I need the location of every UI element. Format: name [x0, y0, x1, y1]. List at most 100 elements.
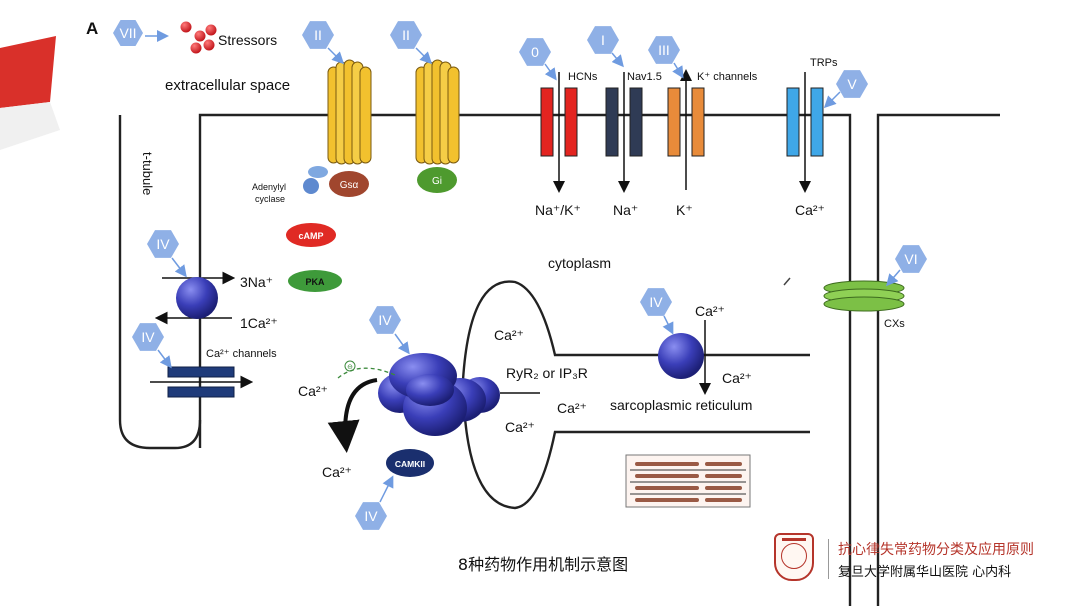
badge-label: IV: [141, 329, 155, 345]
ca-sr-bot-label: Ca²⁺: [505, 419, 535, 435]
footer-title: 抗心律失常药物分类及应用原则: [838, 542, 1034, 558]
nav15-label: Nav1.5: [627, 71, 662, 83]
badge-pointer-arrow: [394, 333, 410, 355]
k-channels-label: K⁺ channels: [697, 71, 758, 83]
stressors: Stressors: [180, 21, 277, 54]
badge-pointer-arrow: [886, 269, 901, 287]
pka-shape: [288, 270, 342, 292]
nav15-channel: [605, 72, 643, 193]
cxs-label: CXs: [884, 318, 905, 330]
drug-class-badge-ii-b: II: [390, 21, 433, 65]
hexagon-shape: [640, 288, 672, 316]
university-seal-logo: [774, 533, 814, 581]
phospho-marker: ⊖: [347, 364, 353, 371]
hcn-label: HCNs: [568, 71, 598, 83]
ca-channels-label: Ca²⁺ channels: [206, 348, 277, 360]
gi-label: Gi: [432, 176, 442, 187]
drug-class-badge-ii-a: II: [302, 21, 345, 65]
drug-class-badge-i: I: [587, 26, 624, 68]
connexin-gap-junction: [823, 280, 905, 312]
hexagon-shape: [587, 26, 619, 54]
hexagon-shape: [836, 70, 868, 98]
badge-label: IV: [156, 236, 170, 252]
badge-pointer-arrow: [327, 47, 345, 65]
ca-serca-bot-label: Ca²⁺: [722, 370, 752, 386]
stressors-label: Stressors: [218, 32, 277, 48]
na-k-ion-label: Na⁺/K⁺: [535, 202, 581, 218]
badge-label: IV: [378, 312, 392, 328]
badge-label: VII: [119, 25, 136, 41]
badge-pointer-arrow: [157, 349, 172, 369]
badge-label: VI: [904, 251, 917, 267]
footer-branding: 抗心律失常药物分类及应用原则 复旦大学附属华山医院 心内科: [770, 533, 1080, 585]
na-ion-label: Na⁺: [613, 202, 638, 218]
ca-trp-ion-label: Ca²⁺: [795, 202, 825, 218]
hexagon-shape: [302, 21, 334, 49]
gi-subunit: [417, 167, 457, 193]
drug-class-badge-v: V: [823, 70, 868, 109]
badge-label: II: [314, 27, 322, 43]
panel-letter: A: [86, 19, 98, 38]
gs-alpha-subunit: [329, 171, 369, 197]
badge-pointer-arrow: [379, 475, 394, 503]
ca-bottom-ion-label: Ca²⁺: [322, 464, 352, 480]
pencil-mark: [783, 277, 791, 286]
ryr-receptor: [327, 353, 540, 453]
badge-label: I: [601, 32, 605, 48]
myofilaments: [625, 454, 751, 508]
camp-shape: [286, 223, 336, 247]
camp-label: cAMP: [298, 231, 323, 241]
badge-pointer-arrow: [662, 315, 674, 335]
drug-class-badge-iv-ca-channel: IV: [132, 323, 172, 369]
sr-label: sarcoplasmic reticulum: [610, 397, 752, 413]
hexagon-shape: [113, 20, 143, 46]
drug-class-badge-iv-serca: IV: [640, 288, 674, 335]
1ca-ion-label: 1Ca²⁺: [240, 315, 278, 331]
hexagon-shape: [355, 502, 387, 530]
badge-label: II: [402, 27, 410, 43]
badge-pointer-arrow: [415, 47, 433, 65]
drug-class-badge-iv-exchanger: IV: [147, 230, 187, 278]
cytoplasm-label: cytoplasm: [548, 255, 611, 271]
red-accent-shape: [0, 36, 56, 108]
camkii-label: CAMKII: [395, 459, 425, 469]
hexagon-shape: [369, 306, 401, 334]
badge-label: IV: [364, 508, 378, 524]
footer-separator: [828, 539, 829, 579]
footer-subtitle: 复旦大学附属华山医院 心内科: [838, 565, 1012, 580]
ca-serca-top-label: Ca²⁺: [695, 303, 725, 319]
ca-sr-mid-label: Ca²⁺: [557, 400, 587, 416]
hexagon-shape: [519, 38, 551, 66]
t-tubule-label: t-tubule: [140, 152, 155, 195]
gs-alpha-label: Gsα: [340, 180, 359, 191]
pka-label: PKA: [305, 277, 325, 287]
drug-class-badge-vii: VII: [113, 20, 169, 46]
adenylyl-cyclase-label-2: cyclase: [255, 194, 285, 204]
hexagon-shape: [147, 230, 179, 258]
badge-pointer-arrow: [823, 91, 841, 109]
ryr-label: RyR₂ or IP₃R: [506, 365, 588, 381]
hexagon-shape: [648, 36, 680, 64]
drug-class-badge-iii: III: [648, 36, 684, 79]
adenylyl-cyclase-label-1: Adenylyl: [252, 182, 286, 192]
k-ion-label: K⁺: [676, 202, 693, 218]
badge-label: V: [847, 76, 857, 92]
badge-label: III: [658, 42, 670, 58]
badge-pointer-arrow: [171, 257, 187, 278]
drug-class-badge-vi: VI: [886, 245, 927, 287]
ca-left-ion-label: Ca²⁺: [298, 383, 328, 399]
badge-pointer-arrow: [611, 52, 624, 68]
serca-pump: [658, 320, 711, 395]
hexagon-shape: [895, 245, 927, 273]
drug-class-badge-iv-camkii: IV: [355, 475, 394, 530]
badge-label: IV: [649, 294, 663, 310]
trps-label: TRPs: [810, 57, 838, 69]
3na-ion-label: 3Na⁺: [240, 274, 273, 290]
badge-pointer-arrow: [544, 63, 557, 81]
hexagon-shape: [390, 21, 422, 49]
adenylyl-cyclase-shape: [303, 178, 319, 194]
badge-label: 0: [531, 44, 539, 60]
